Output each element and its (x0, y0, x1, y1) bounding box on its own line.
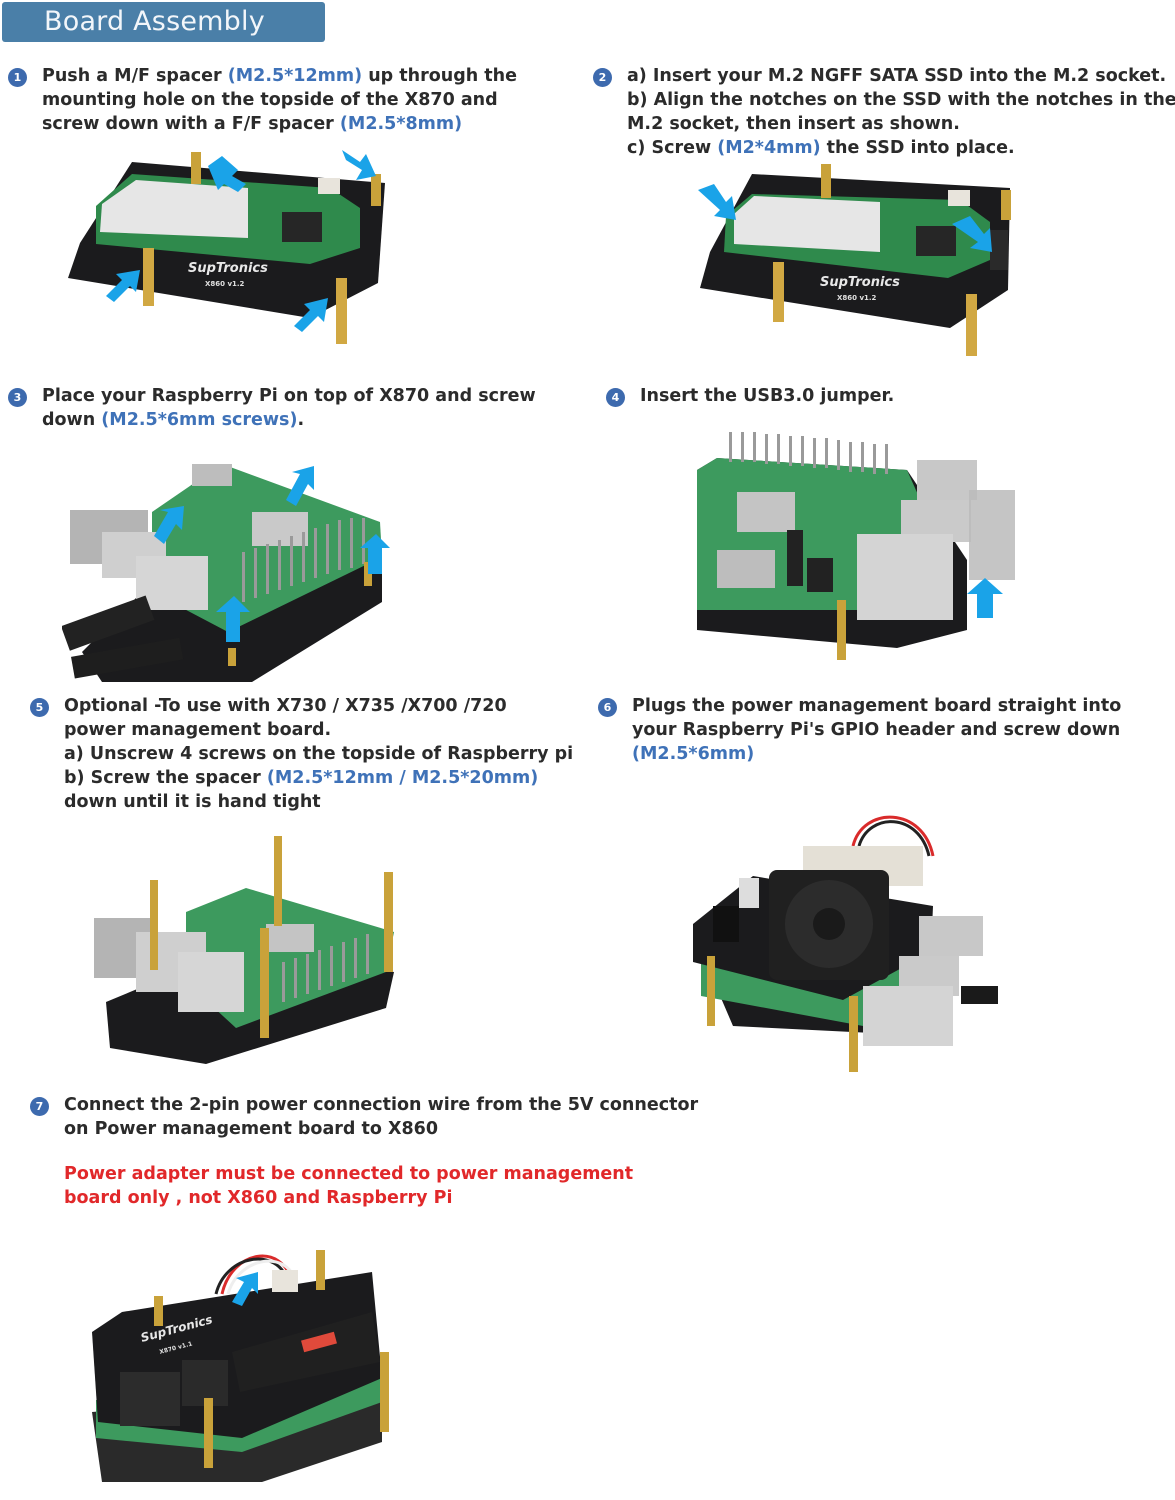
spec-highlight: (M2.5*6mm screws) (101, 410, 298, 430)
step-number-badge: 1 (8, 68, 27, 87)
step-number-badge: 6 (598, 698, 617, 717)
step-2: 2 a) Insert your M.2 NGFF SATA SSD into … (593, 64, 1175, 160)
step-number-badge: 2 (593, 68, 612, 87)
step-number-badge: 7 (30, 1097, 49, 1116)
x860-board-illustration: SupTronics X860 v1.2 (68, 150, 385, 344)
step-number-badge: 4 (606, 388, 625, 407)
spacers-installed-illustration (94, 836, 394, 1064)
svg-text:SupTronics: SupTronics (820, 275, 900, 290)
spec-highlight: (M2.5*6mm) (632, 744, 755, 764)
step-1-instructions: Push a M/F spacer (M2.5*12mm) up through… (42, 66, 518, 134)
step-3: 3 Place your Raspberry Pi on top of X870… (8, 384, 568, 432)
step-6-image (693, 806, 998, 1076)
step-5: 5 Optional -To use with X730 / X735 /X70… (30, 694, 580, 814)
raspberry-pi-on-x870-illustration (62, 464, 390, 682)
svg-text:X860 v1.2: X860 v1.2 (205, 280, 245, 288)
step-number-badge: 3 (8, 388, 27, 407)
step-5-instructions: Optional -To use with X730 / X735 /X700 … (64, 696, 574, 812)
step-7-instructions: Connect the 2-pin power connection wire … (64, 1095, 699, 1139)
step-1-image: SupTronics X860 v1.2 (60, 148, 400, 348)
step-2-image: SupTronics X860 v1.2 (690, 160, 1030, 360)
svg-text:SupTronics: SupTronics (188, 261, 268, 276)
step-4-image (697, 430, 1022, 670)
step-6-instructions: Plugs the power management board straigh… (632, 696, 1122, 764)
svg-text:X860 v1.2: X860 v1.2 (837, 294, 877, 302)
step-3-image (62, 452, 402, 687)
x860-ssd-insert-illustration: SupTronics X860 v1.2 (698, 164, 1011, 356)
page-title: Board Assembly (44, 6, 265, 37)
spec-highlight: (M2*4mm) (717, 138, 821, 158)
step-6: 6 Plugs the power management board strai… (598, 694, 1158, 766)
step-2-instructions: a) Insert your M.2 NGFF SATA SSD into th… (627, 66, 1175, 158)
spec-highlight: (M2.5*8mm) (339, 114, 463, 134)
step-7: 7 Connect the 2-pin power connection wir… (30, 1093, 699, 1210)
full-stack-illustration: SupTronics X870 v1.1 (92, 1250, 389, 1482)
step-7-image: SupTronics X870 v1.1 (82, 1242, 412, 1498)
step-3-instructions: Place your Raspberry Pi on top of X870 a… (42, 386, 536, 430)
section-title-banner: Board Assembly (2, 2, 325, 42)
usb3-jumper-illustration (697, 432, 1015, 660)
step-4: 4 Insert the USB3.0 jumper. (606, 384, 1006, 408)
power-management-board-illustration (693, 815, 998, 1072)
spec-highlight: (M2.5*12mm) (227, 66, 363, 86)
spec-highlight: (M2.5*12mm / M2.5*20mm) (266, 768, 539, 788)
step-1: 1 Push a M/F spacer (M2.5*12mm) up throu… (8, 64, 568, 136)
step-5-image (86, 832, 406, 1068)
step-4-instructions: Insert the USB3.0 jumper. (640, 386, 895, 406)
power-warning-note: Power adapter must be connected to power… (64, 1164, 634, 1208)
step-number-badge: 5 (30, 698, 49, 717)
